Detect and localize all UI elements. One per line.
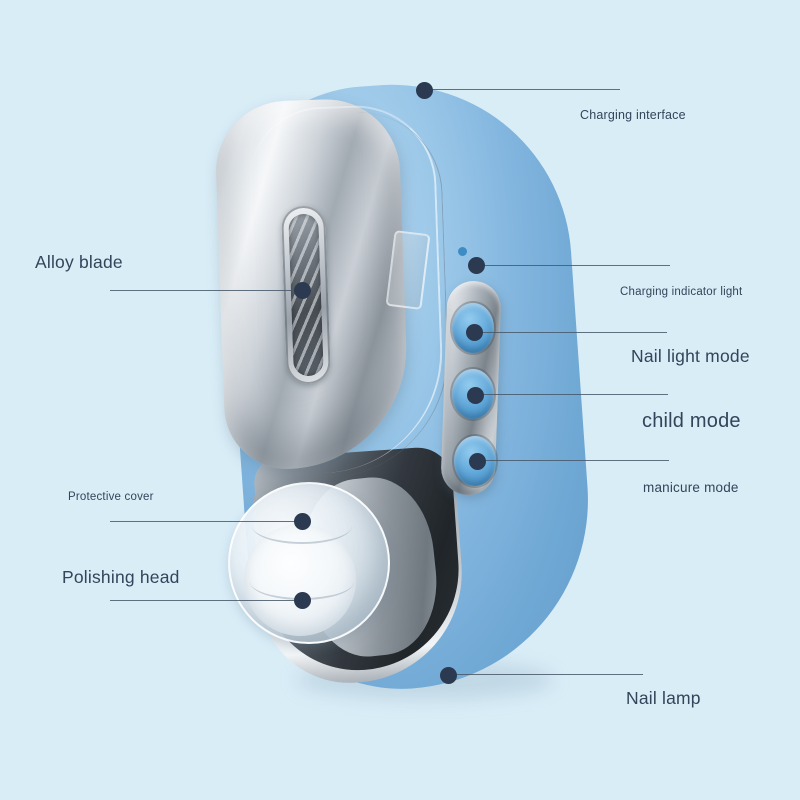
charging-indicator-led (458, 247, 467, 256)
callout-line (474, 332, 667, 333)
callout-line (477, 265, 670, 266)
callout-label: manicure mode (643, 480, 739, 495)
callout-line (478, 460, 669, 461)
callout-dot (468, 257, 485, 274)
callout-label: Polishing head (62, 567, 180, 587)
callout-label: Nail light mode (631, 346, 750, 366)
callout-label: Charging indicator light (620, 286, 743, 298)
callout-label: Protective cover (68, 491, 154, 503)
callout-label: Charging interface (580, 108, 686, 122)
callout-dot (467, 387, 484, 404)
callout-dot (469, 453, 486, 470)
callout-dot (294, 282, 311, 299)
polishing-head-groove (252, 508, 352, 544)
callout-dot (466, 324, 483, 341)
callout-label: child mode (642, 410, 741, 432)
callout-dot (294, 592, 311, 609)
callout-line (110, 600, 303, 601)
callout-dot (294, 513, 311, 530)
callout-line (110, 521, 303, 522)
callout-line (475, 394, 668, 395)
callout-dot (416, 82, 433, 99)
callout-dot (440, 667, 457, 684)
callout-label: Alloy blade (35, 252, 123, 272)
callout-label: Nail lamp (626, 688, 701, 708)
callout-line (424, 89, 620, 90)
callout-line (110, 290, 303, 291)
callout-line (448, 674, 643, 675)
